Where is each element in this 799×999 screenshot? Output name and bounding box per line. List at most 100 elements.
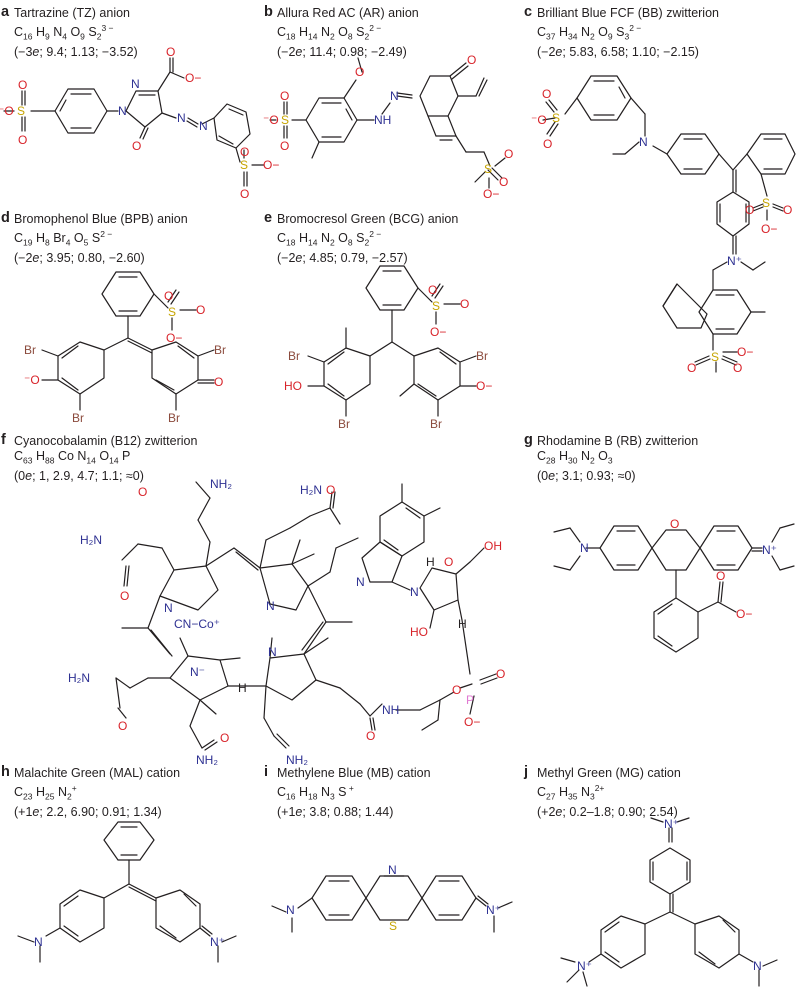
panel-b-name: Allura Red AC (AR) anion — [277, 6, 419, 20]
tz-o-carboxyl: O — [166, 45, 175, 59]
mg-n-plus-left: N⁺ — [577, 959, 592, 973]
b12-o-right-amide: O — [326, 483, 335, 497]
ar-o-minus: ⁻O — [263, 113, 279, 127]
panel-a-formula: C16 H9 N4 O9 S23 − — [14, 23, 114, 42]
b12-o-amide: O — [366, 729, 375, 743]
bb-s-right: S — [762, 196, 770, 210]
panel-f-formula: C63 H88 Co N14 O14 P — [14, 449, 131, 466]
b12-nh2-bottom-right: NH₂ — [286, 753, 308, 767]
tz-n-azo-1: N — [177, 111, 186, 125]
bpb-br-1: Br — [24, 343, 36, 357]
methyl-green-structure: N⁺ N⁺ N — [560, 817, 778, 987]
tz-o-1: O — [18, 78, 27, 92]
rhodamine-b-structure: O N N⁺ O O− — [553, 517, 795, 653]
panel-h-params: (+1e; 2.2, 6.90; 0.91; 1.34) — [14, 804, 162, 819]
tz-o-keto: O — [132, 139, 141, 153]
panel-a-name: Tartrazine (TZ) anion — [14, 6, 131, 20]
panel-b-params: (−2e; 11.4; 0.98; −2.49) — [277, 44, 407, 59]
bb-s-top: S — [552, 111, 560, 125]
bcg-o-1: O — [428, 283, 437, 297]
bb-n-amine: N — [639, 135, 648, 149]
panel-h-header: h Malachite Green (MAL) cation C23 H25 N… — [1, 765, 181, 820]
b12-n-imid-2: N — [410, 585, 419, 599]
panel-h-name: Malachite Green (MAL) cation — [14, 766, 181, 780]
b12-o-left-amide: O — [120, 589, 129, 603]
panel-f-header: f Cyanocobalamin (B12) zwitterion C63 H8… — [1, 433, 197, 484]
panel-c-formula: C37 H34 N2 O9 S32 − — [537, 23, 642, 42]
ar-o-2: O — [280, 139, 289, 153]
ar-o-minus-right: O− — [483, 187, 499, 201]
b12-h2n-left: H₂N — [80, 533, 102, 547]
tartrazine-structure: ⁻O O O S N N O O O− N N S O O O− — [0, 45, 279, 201]
panel-c-params: (−2e; 5.83, 6.58; 1.10; −2.15) — [537, 44, 699, 59]
b12-nh-amide: NH — [382, 703, 399, 717]
panel-d-header: d Bromophenol Blue (BPB) anion C19 H8 Br… — [1, 211, 188, 266]
bpb-o-minus-sulf: O− — [166, 331, 182, 345]
panel-h-formula: C23 H25 N2+ — [14, 783, 77, 802]
panel-i-params: (+1e; 3.8; 0.88; 1.44) — [277, 804, 394, 819]
bpb-o-1: O — [164, 289, 173, 303]
bpb-o-keto: O — [214, 375, 223, 389]
bcg-br-2: Br — [338, 417, 350, 431]
ar-o-4: O — [504, 147, 513, 161]
ar-o-keto: O — [467, 53, 476, 67]
bb-o-4: O — [783, 203, 792, 217]
b12-n-b: N — [266, 599, 275, 613]
bb-o-3: O — [745, 203, 754, 217]
bpb-br-2: Br — [72, 411, 84, 425]
bb-o-minus-right: O− — [761, 222, 777, 236]
panel-i-header: i Methylene Blue (MB) cation C16 H18 N3 … — [264, 765, 431, 820]
panel-g-name: Rhodamine B (RB) zwitterion — [537, 434, 699, 448]
b12-nh2-bottom-mid: NH₂ — [196, 753, 218, 767]
b12-o-bottom-left: O — [118, 719, 127, 733]
panel-e-name: Bromocresol Green (BCG) anion — [277, 212, 459, 226]
mg-n-right: N — [753, 959, 762, 973]
bcg-br-1: Br — [288, 349, 300, 363]
b12-cn-co-label: CN−Co⁺ — [174, 617, 220, 631]
tz-o-minus-right: O− — [263, 158, 279, 172]
methylene-blue-structure: N S N N⁺ — [271, 863, 513, 933]
b12-o-ribose: O — [444, 555, 453, 569]
tz-o-carboxylate: O− — [185, 71, 201, 85]
panel-c-letter: c — [524, 4, 533, 20]
bpb-o-minus-phenol: ⁻O — [24, 373, 40, 387]
bcg-o-minus-phenol: O− — [476, 379, 492, 393]
mal-n-left: N — [34, 935, 43, 949]
panel-a-letter: a — [1, 4, 10, 20]
rb-o-minus: O− — [736, 607, 752, 621]
bpb-s: S — [168, 305, 176, 319]
tz-s-right: S — [240, 158, 248, 172]
tz-s-left: S — [17, 104, 25, 118]
allura-red-structure: ⁻O O O S O NH N O S O O O− — [263, 53, 513, 201]
ar-o-1: O — [280, 89, 289, 103]
panel-d-params: (−2e; 3.95; 0.80, −2.60) — [14, 250, 145, 265]
rb-n-plus: N⁺ — [762, 543, 777, 557]
bcg-br-3: Br — [476, 349, 488, 363]
mb-s: S — [389, 919, 397, 933]
mb-n-plus: N⁺ — [486, 903, 501, 917]
rb-o-xanthene: O — [670, 517, 679, 531]
b12-n-c: N — [268, 645, 277, 659]
mg-n-plus-top: N⁺ — [664, 817, 679, 831]
panel-d-letter: d — [1, 210, 10, 226]
panel-b-header: b Allura Red AC (AR) anion C18 H14 N2 O8… — [264, 5, 419, 60]
b12-ho: HO — [410, 625, 428, 639]
b12-o-ester: O — [452, 683, 461, 697]
bb-o-minus-bottom: O− — [737, 345, 753, 359]
panel-d-formula: C19 H8 Br4 O5 S2 − — [14, 229, 113, 248]
b12-n-minus: N⁻ — [190, 665, 205, 679]
panel-e-header: e Bromocresol Green (BCG) anion C18 H14 … — [264, 211, 459, 266]
bcg-o-2: O — [460, 297, 469, 311]
bb-o-5: O — [687, 361, 696, 375]
panel-i-name: Methylene Blue (MB) cation — [277, 766, 431, 780]
ar-s-right: S — [484, 162, 492, 176]
panel-j-formula: C27 H35 N32+ — [537, 783, 605, 802]
bcg-o-minus-sulf: O− — [430, 325, 446, 339]
panel-f-params: (0e; 1, 2.9, 4.7; 1.1; ≈0) — [14, 468, 144, 483]
panel-i-letter: i — [264, 764, 269, 780]
panel-g-formula: C28 H30 N2 O3 — [537, 449, 613, 466]
bb-n-plus: N⁺ — [727, 254, 742, 268]
b12-nh2-top: NH₂ — [210, 477, 232, 491]
b12-h2n-bottom-left: H₂N — [68, 671, 90, 685]
rb-o-carboxyl: O — [716, 569, 725, 583]
